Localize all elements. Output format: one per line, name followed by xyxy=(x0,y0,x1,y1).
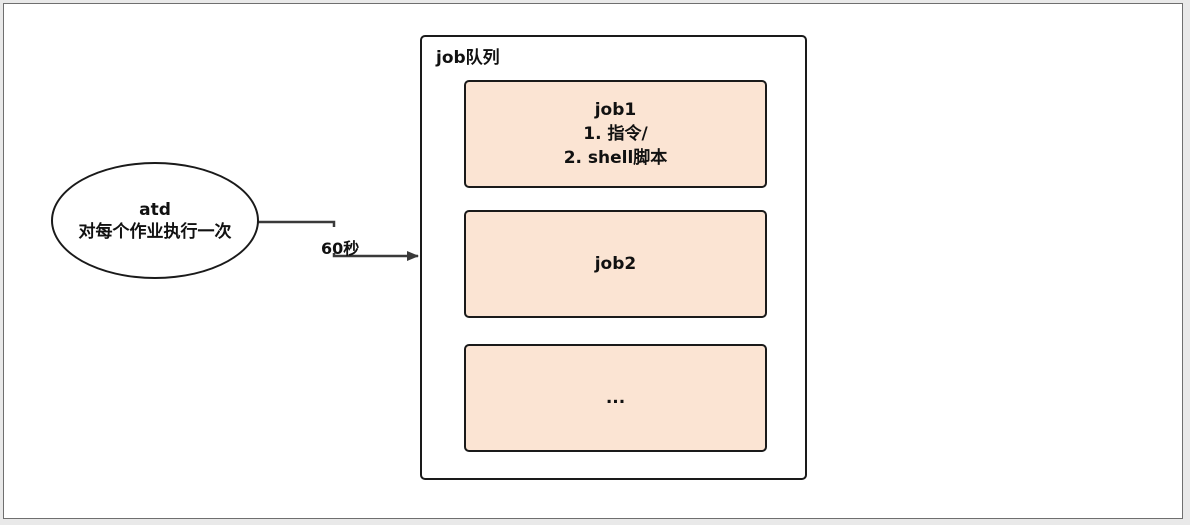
job-box-job1: job1 1. 指令/ 2. shell脚本 xyxy=(464,80,767,188)
atd-node: atd 对每个作业执行一次 xyxy=(51,162,259,279)
atd-to-queue-arrow xyxy=(258,220,418,256)
job-queue-title: job队列 xyxy=(436,48,500,68)
job2-name: job2 xyxy=(594,254,637,274)
job1-line-command: 1. 指令/ xyxy=(583,124,648,144)
atd-name: atd xyxy=(139,199,171,220)
job-box-ellipsis: ... xyxy=(464,344,767,452)
connector-layer xyxy=(258,220,1183,519)
job-queue-container: job队列 job1 1. 指令/ 2. shell脚本 job2 ... xyxy=(420,35,807,480)
job-ellipsis-text: ... xyxy=(605,388,626,408)
job1-line-script: 2. shell脚本 xyxy=(563,148,668,168)
interval-label: 60秒 xyxy=(321,239,360,258)
job1-name: job1 xyxy=(594,100,637,120)
atd-description: 对每个作业执行一次 xyxy=(78,221,232,242)
job-box-job2: job2 xyxy=(464,210,767,318)
diagram-canvas: atd 对每个作业执行一次 60秒 job队列 job1 1. 指令/ 2. s… xyxy=(3,3,1183,519)
